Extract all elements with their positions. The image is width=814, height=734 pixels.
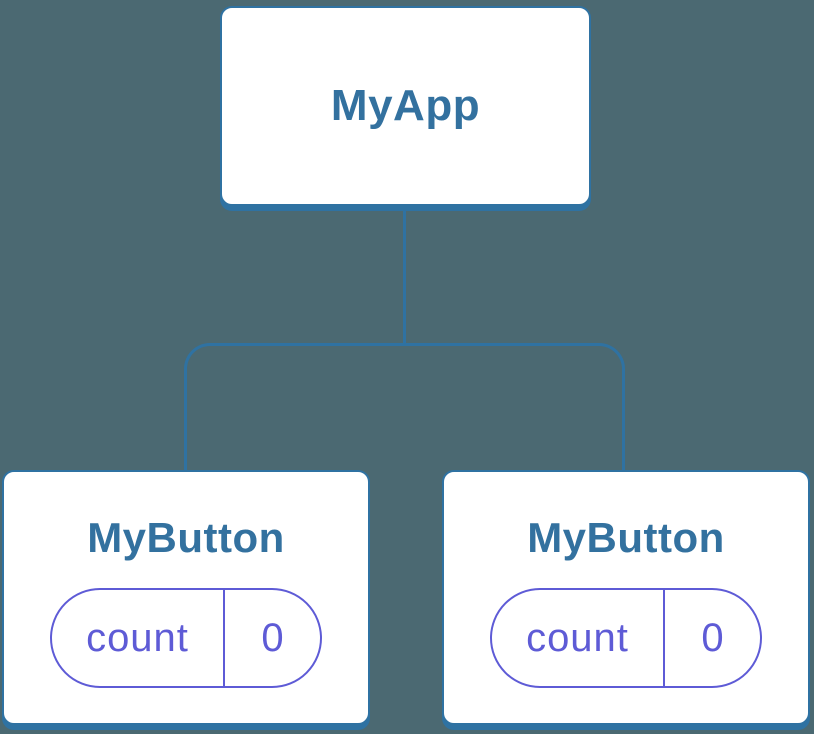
state-key-label: count bbox=[492, 590, 665, 686]
root-node-myapp: MyApp bbox=[220, 6, 591, 206]
state-value: 0 bbox=[261, 615, 284, 660]
state-pill: count 0 bbox=[50, 588, 322, 688]
child-node-label: MyButton bbox=[527, 514, 725, 561]
state-pill: count 0 bbox=[490, 588, 762, 688]
state-value: 0 bbox=[701, 615, 724, 660]
child-node-label: MyButton bbox=[87, 514, 285, 561]
trunk-connector-line bbox=[403, 211, 406, 346]
root-node-label: MyApp bbox=[330, 81, 481, 130]
child-node-mybutton-2: MyButton count 0 bbox=[442, 470, 810, 725]
child-node-mybutton-1: MyButton count 0 bbox=[2, 470, 370, 725]
state-key-label: count bbox=[52, 590, 225, 686]
children-bracket-connector bbox=[184, 343, 625, 470]
